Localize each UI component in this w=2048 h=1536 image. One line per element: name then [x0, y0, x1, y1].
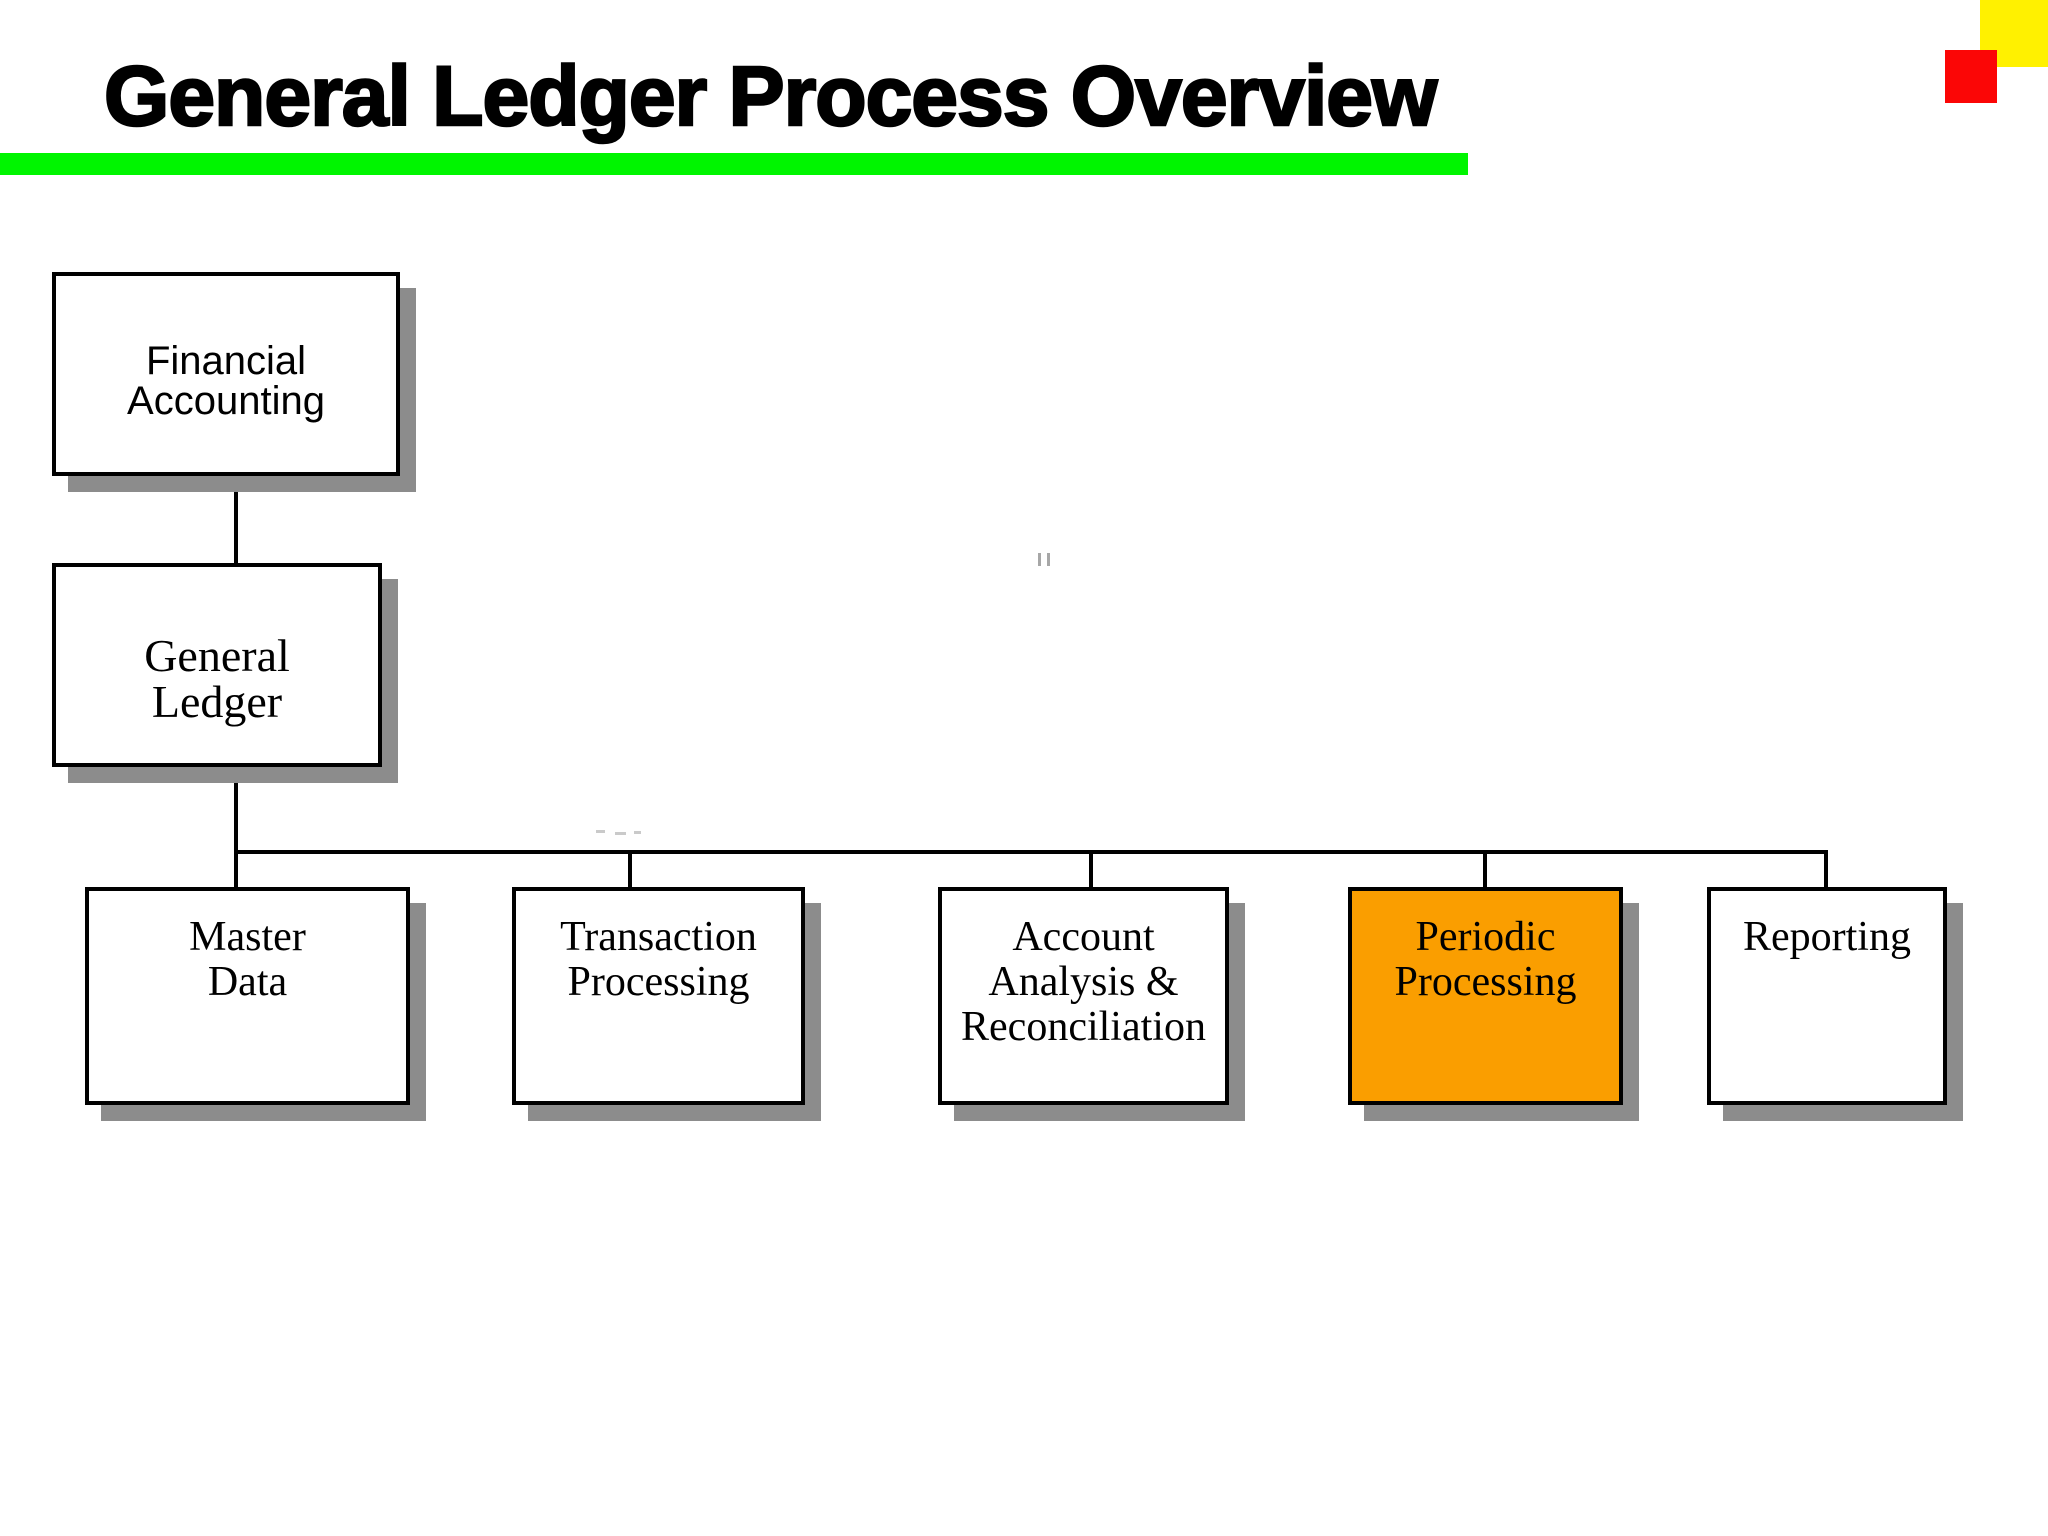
connector-stem-reporting: [1824, 852, 1828, 890]
scan-artifact: [596, 830, 605, 833]
connector-stem-master-data: [234, 852, 238, 890]
node-financial-accounting: Financial Accounting: [52, 272, 400, 476]
node-label-line: Analysis &: [988, 958, 1179, 1005]
connector-horizontal-bus: [234, 850, 1828, 854]
node-transaction-processing: Transaction Processing: [512, 887, 805, 1105]
node-account-analysis-reconciliation: Account Analysis & Reconciliation: [938, 887, 1229, 1105]
node-label-line: Ledger: [151, 676, 283, 727]
connector-stem-account-analysis: [1089, 852, 1093, 890]
connector-stem-transaction: [628, 852, 632, 890]
node-label-line: Transaction: [560, 914, 757, 960]
node-label-line: Financial: [145, 339, 307, 383]
scan-artifact: [615, 832, 626, 835]
node-label-line: Accounting: [127, 379, 325, 423]
scan-artifact: [1047, 553, 1050, 566]
connector-stem-periodic: [1483, 852, 1487, 890]
node-label-line: Account: [1012, 914, 1155, 960]
node-label-line: Processing: [1394, 958, 1577, 1005]
node-label-line: Master: [189, 914, 306, 960]
node-general-ledger: General Ledger: [52, 563, 382, 767]
node-label-line: Reporting: [1743, 914, 1911, 960]
node-label-line: Data: [207, 958, 288, 1005]
connector-gl-stem: [234, 765, 238, 854]
node-label-line: Periodic: [1415, 914, 1556, 960]
node-periodic-processing-highlighted: Periodic Processing: [1348, 887, 1623, 1105]
node-label-line: Processing: [567, 958, 750, 1005]
scan-artifact: [1038, 553, 1041, 566]
corner-red-square: [1945, 50, 1997, 103]
node-reporting: Reporting: [1707, 887, 1947, 1105]
page-title: General Ledger Process Overview: [103, 49, 1439, 143]
node-label-line: Reconciliation: [961, 1003, 1206, 1050]
node-master-data: Master Data: [85, 887, 410, 1105]
scan-artifact: [634, 831, 641, 834]
connector-fa-to-gl: [234, 474, 238, 566]
title-underline-bar: [0, 153, 1468, 175]
node-label-line: General: [144, 630, 290, 681]
